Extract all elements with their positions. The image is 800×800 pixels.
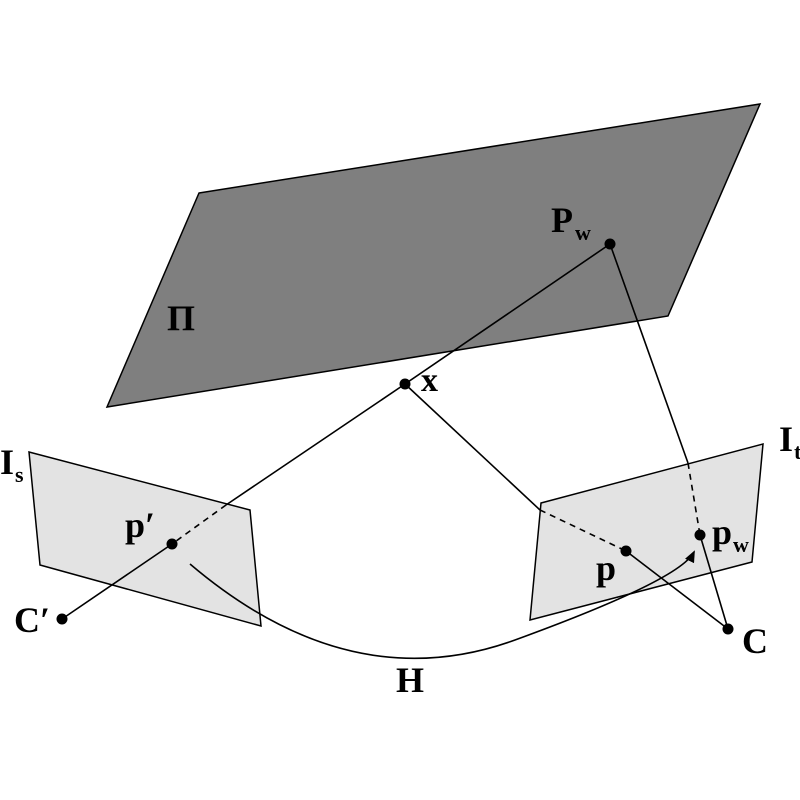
ray-target-dashed [539, 509, 627, 552]
ray-pw-to-target-edge [609, 243, 689, 464]
source-proj-label: p′ [125, 505, 155, 545]
ray-source-dashed [171, 504, 227, 545]
ray-pw-dashed [687, 462, 701, 536]
ray-pw-to-x [404, 243, 611, 385]
target-proj-label: p [596, 548, 616, 588]
ray-source-to-camera [61, 543, 173, 620]
target-camera-marker [722, 623, 734, 635]
ray-x-to-target-edge [404, 383, 541, 511]
target-proj-marker [620, 545, 632, 557]
target-camera-label: C [742, 621, 768, 661]
world-plane [105, 103, 762, 408]
homography-label: H [396, 660, 424, 700]
source-camera-marker [56, 613, 68, 625]
intersection-marker [399, 378, 411, 390]
warped-proj-label: pw [712, 512, 749, 557]
world-point-label: Pw [551, 200, 591, 245]
warped-proj-marker [694, 529, 706, 541]
intersection-label: x [421, 362, 438, 399]
plane-label: Π [167, 298, 195, 338]
source-camera-label: C′ [14, 600, 50, 640]
ray-pw-to-camera [699, 534, 729, 630]
target-image-plane [529, 442, 764, 621]
target-image-label: It [779, 419, 800, 464]
source-image-plane [28, 451, 262, 628]
source-proj-marker [166, 538, 178, 550]
world-point-marker [604, 238, 616, 250]
ray-x-to-source-edge [225, 383, 406, 506]
ray-p-to-camera [625, 550, 729, 630]
homography-arrow [189, 550, 695, 660]
source-image-label: Is [0, 442, 24, 487]
